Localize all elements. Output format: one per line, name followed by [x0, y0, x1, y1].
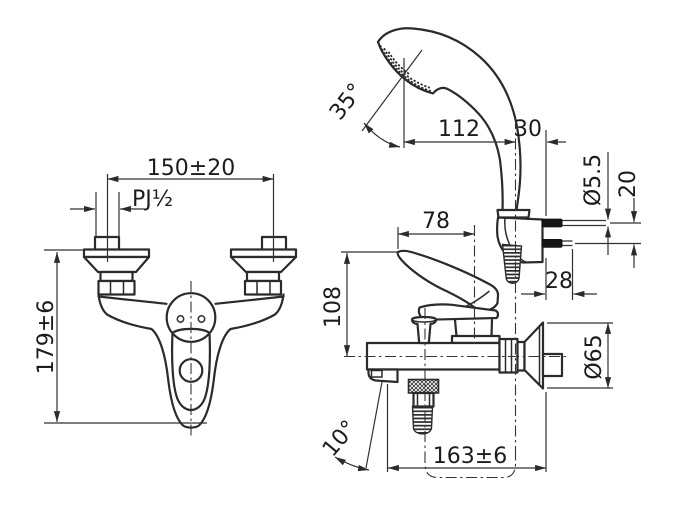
front-dome-screw-left: [176, 315, 185, 323]
spout: [367, 368, 399, 384]
front-right-flange: [229, 248, 298, 259]
dim-handle-reach: 78: [422, 209, 450, 234]
lever-handle: [396, 249, 500, 313]
dim-handle-height: 108: [321, 286, 346, 328]
dim-spout-reach: 163±6: [433, 444, 507, 469]
spray-face-dots: [379, 45, 432, 92]
shower-head-underside: [376, 40, 504, 212]
front-left-cone: [82, 255, 151, 274]
front-view: [82, 235, 298, 437]
dim-height: 179±6: [34, 300, 59, 374]
spout-aerator: [370, 369, 383, 378]
shower-hose-nut: [496, 208, 531, 219]
wall-stub: [541, 352, 564, 378]
diverter-knob-top: [411, 318, 437, 323]
dim-hose-wall-offset: 28: [545, 269, 573, 294]
dim-screw-diameter: Ø5.5: [581, 154, 606, 206]
shower-head-outline: [376, 27, 522, 212]
front-body-top-edge-right: [214, 295, 285, 305]
hose-knurled-nut: [407, 378, 440, 394]
front-right-collar: [245, 270, 281, 283]
dim-inlet-distance: 150±20: [147, 156, 235, 181]
front-right-cone: [229, 255, 298, 274]
front-handle-inner: [170, 327, 212, 412]
front-view-dimensions: 150±20 PJ½ 179±6: [34, 156, 275, 424]
mounting-screws: [541, 218, 606, 248]
front-right-nut: [243, 279, 283, 296]
wall-escutcheon: [523, 321, 545, 390]
dim-head-to-hose: 112: [438, 117, 480, 142]
front-left-collar: [99, 270, 134, 283]
diverter-knob: [410, 315, 438, 345]
cartridge-cap: [417, 303, 500, 321]
shower-hose-lower: [411, 405, 434, 435]
front-left-nut: [97, 279, 136, 296]
dim-thread-size: PJ½: [132, 187, 173, 212]
dim-escutcheon-diameter: Ø65: [582, 334, 607, 379]
front-dome-screw-right: [197, 315, 206, 323]
front-left-flange: [82, 248, 151, 259]
dim-hose-to-wall: 30: [514, 117, 542, 142]
side-view: [344, 27, 606, 479]
shower-bracket-inner: [504, 217, 527, 263]
hose-collar: [412, 391, 435, 408]
bent-centerline: [424, 452, 517, 479]
front-cartridge-dome: [165, 292, 217, 343]
dim-screw-spacing: 20: [616, 170, 641, 198]
shower-hose-upper: [501, 243, 523, 284]
front-body-top-edge-left: [97, 295, 168, 305]
wall-union-nut: [498, 337, 519, 374]
